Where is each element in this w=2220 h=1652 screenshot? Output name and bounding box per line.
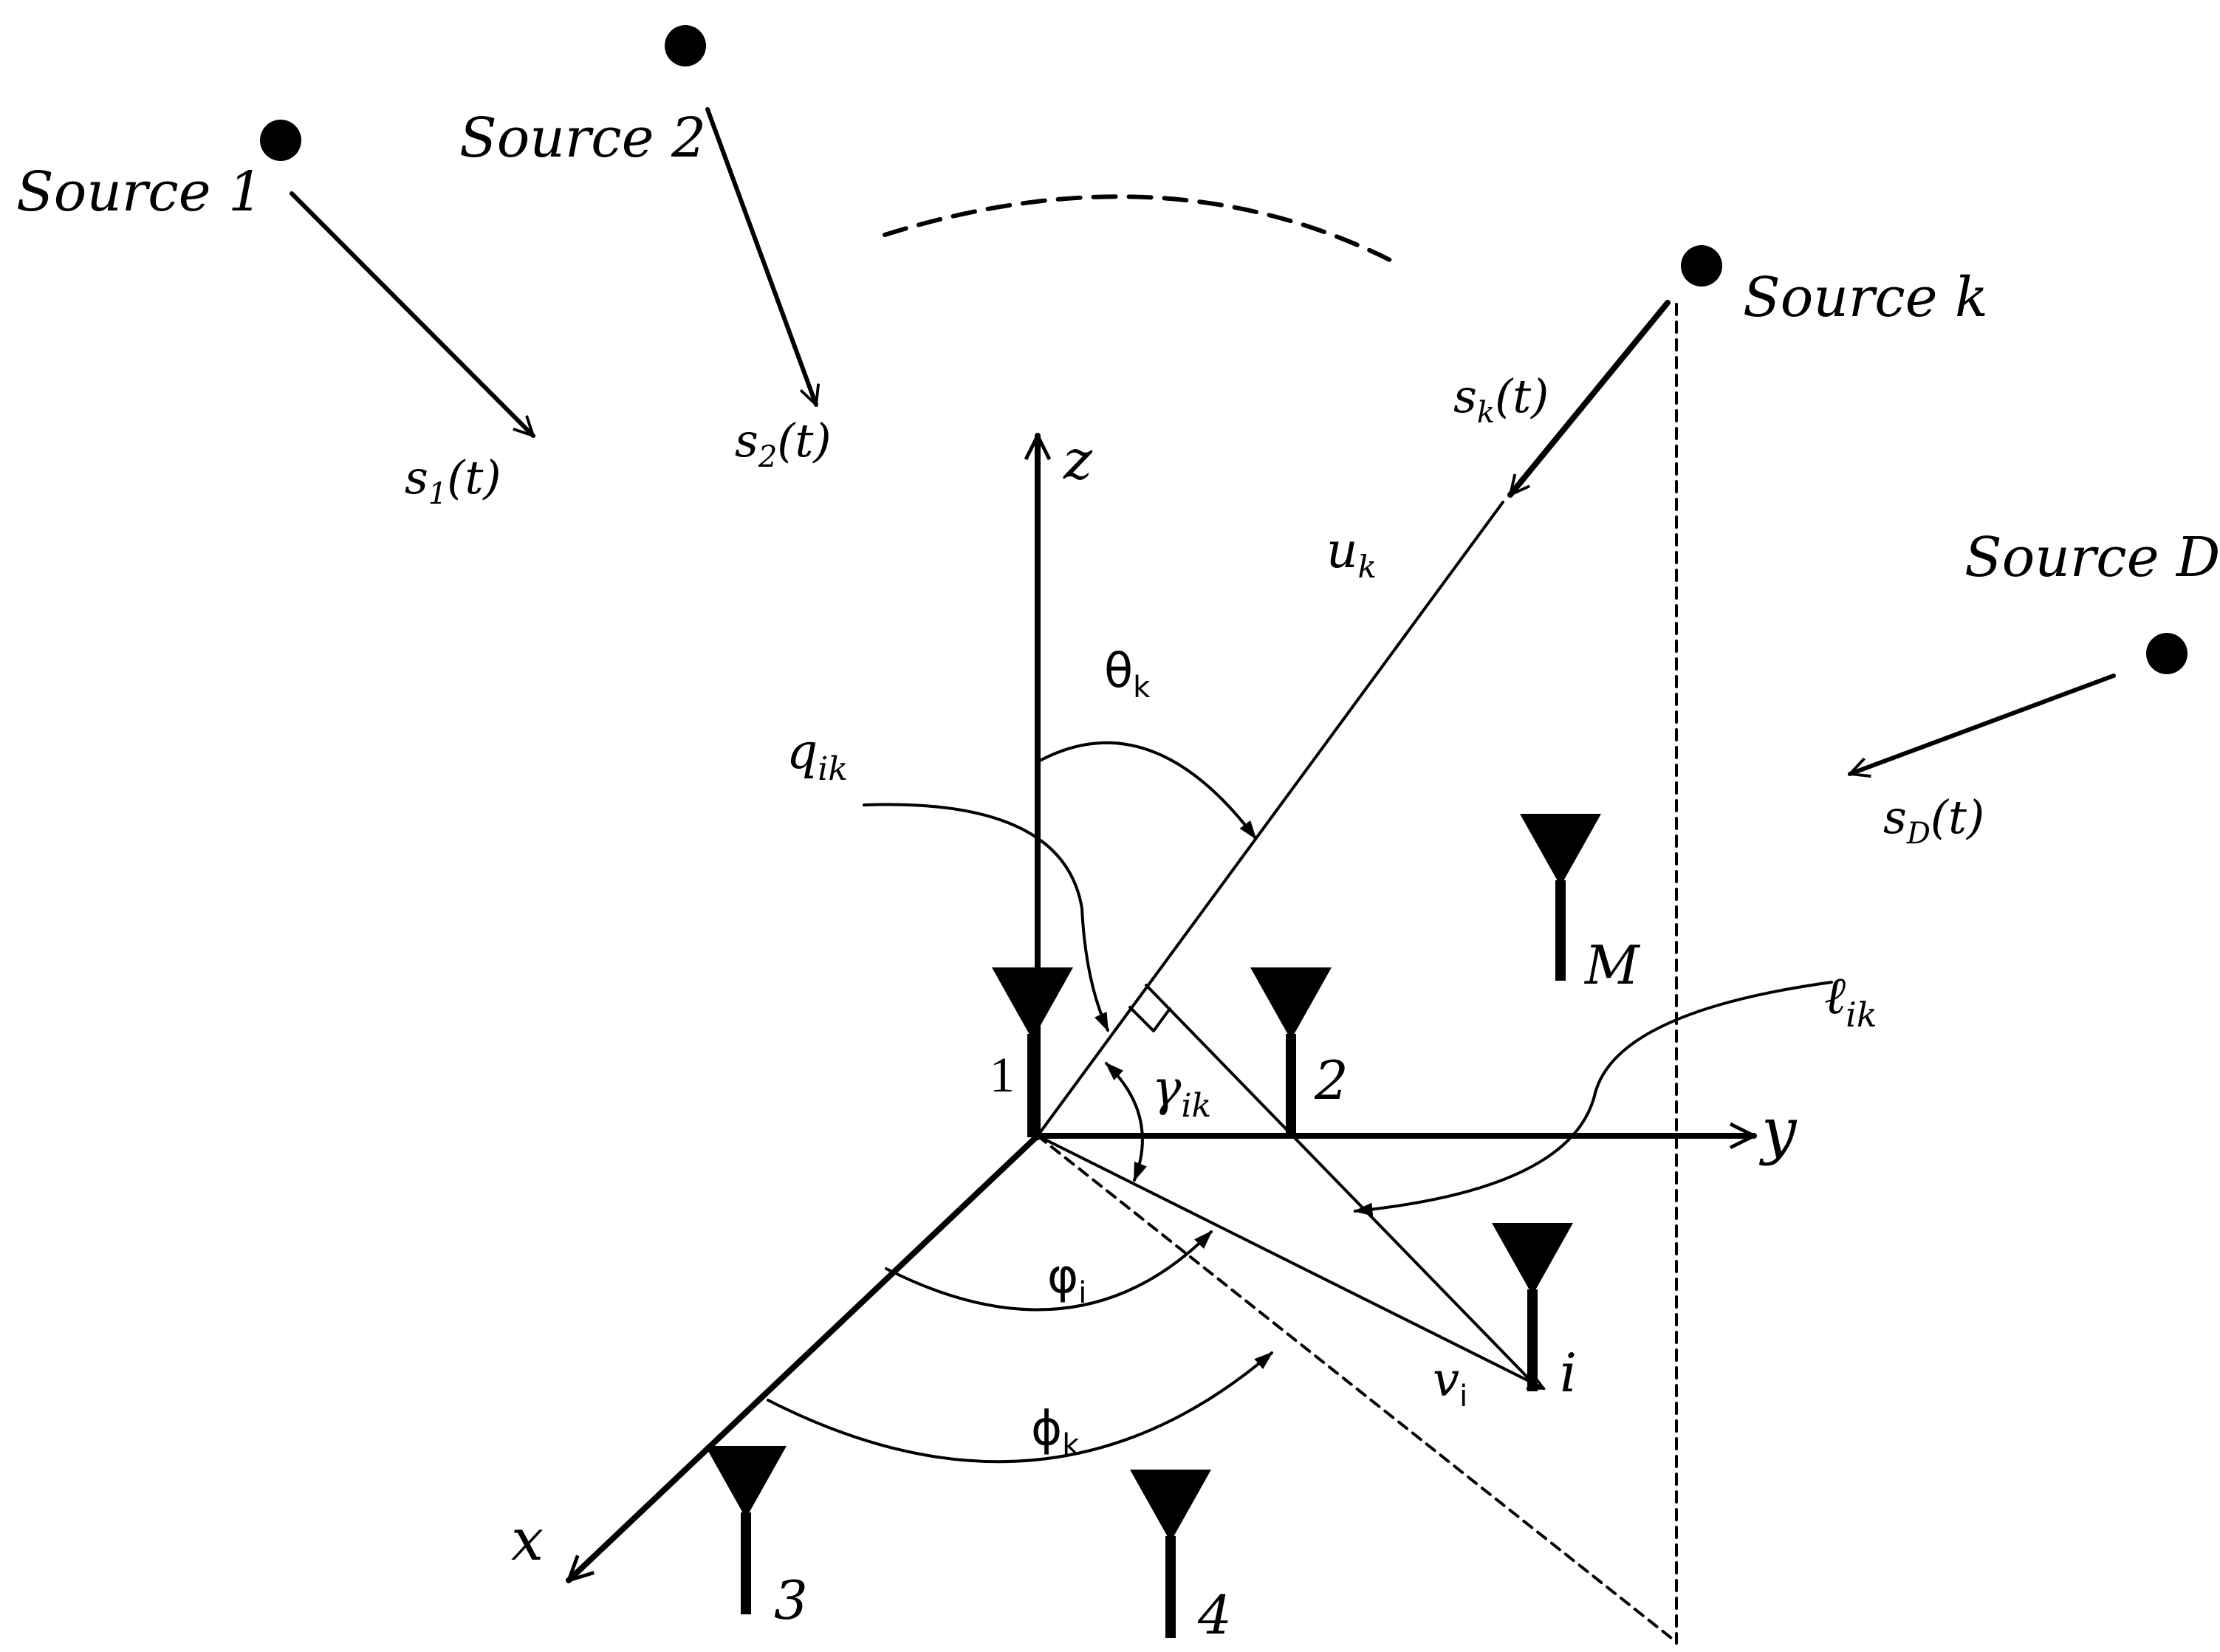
antenna-1-label: 1	[990, 1046, 1015, 1103]
source-k-label: Source k	[1743, 266, 1988, 329]
sources-continuation-arc	[883, 194, 1398, 265]
antenna-m-icon	[1520, 814, 1601, 981]
antenna-4-label: 4	[1197, 1584, 1232, 1646]
gamma-ik-angle-arc	[1105, 1062, 1147, 1182]
phi-k-angle-arc	[767, 1351, 1273, 1464]
y-axis-label: y	[1758, 1094, 1798, 1167]
source-2-dot-icon	[665, 25, 706, 66]
vi-vector	[1036, 1134, 1544, 1390]
source-d-label: Source D	[1964, 526, 2220, 589]
vi-label: vi	[1433, 1353, 1467, 1413]
uk-direction-line	[1036, 501, 1504, 1137]
theta-k-label: θk	[1104, 644, 1151, 705]
theta-k-angle-arc	[1038, 741, 1257, 840]
lik-perpendicular-line	[1145, 984, 1534, 1384]
uk-label: uk	[1326, 522, 1377, 585]
phi-i-label: φi	[1047, 1250, 1086, 1310]
phi-i-angle-arc	[885, 1230, 1213, 1312]
x-axis-label: x	[511, 1507, 544, 1574]
source-d-arrow	[1850, 674, 2116, 774]
antenna-2-label: 2	[1314, 1049, 1349, 1111]
antenna-3-label: 3	[774, 1569, 808, 1631]
qik-pointer-arc	[863, 803, 1109, 1032]
antenna-i-label: i	[1560, 1342, 1577, 1404]
antenna-2-icon	[1250, 967, 1332, 1136]
source-k-arrow	[1507, 300, 1671, 498]
z-axis-label: z	[1063, 428, 1093, 492]
gamma-ik-label: γik	[1152, 1060, 1211, 1125]
antenna-m-label: M	[1583, 934, 1641, 996]
lik-pointer-arc	[1353, 981, 1833, 1216]
signal-s1-label: s1(t)	[405, 450, 501, 511]
source-1-label: Source 1	[16, 160, 263, 224]
signal-sk-label: sk(t)	[1453, 369, 1549, 430]
source-k-dot-icon	[1681, 245, 1722, 287]
qik-label: qik	[787, 723, 848, 788]
antenna-3-icon	[705, 1446, 787, 1614]
source-k-ground-projection	[1036, 1134, 1676, 1642]
source-1-arrow	[290, 191, 533, 436]
signal-sd-label: sD(t)	[1883, 790, 1984, 851]
antenna-4-icon	[1130, 1470, 1211, 1638]
phi-k-label: ϕk	[1031, 1402, 1080, 1462]
right-angle-marker	[1128, 1006, 1171, 1032]
source-d-dot-icon	[2146, 633, 2188, 674]
antenna-i-icon	[1492, 1223, 1573, 1391]
lik-label: ℓik	[1824, 965, 1877, 1035]
source-2-label: Source 2	[459, 106, 706, 170]
x-axis	[566, 1133, 1041, 1583]
antenna-1-icon	[992, 967, 1073, 1137]
source-1-dot-icon	[260, 120, 301, 161]
signal-s2-label: s2(t)	[735, 414, 832, 474]
source-2-arrow	[705, 107, 816, 405]
